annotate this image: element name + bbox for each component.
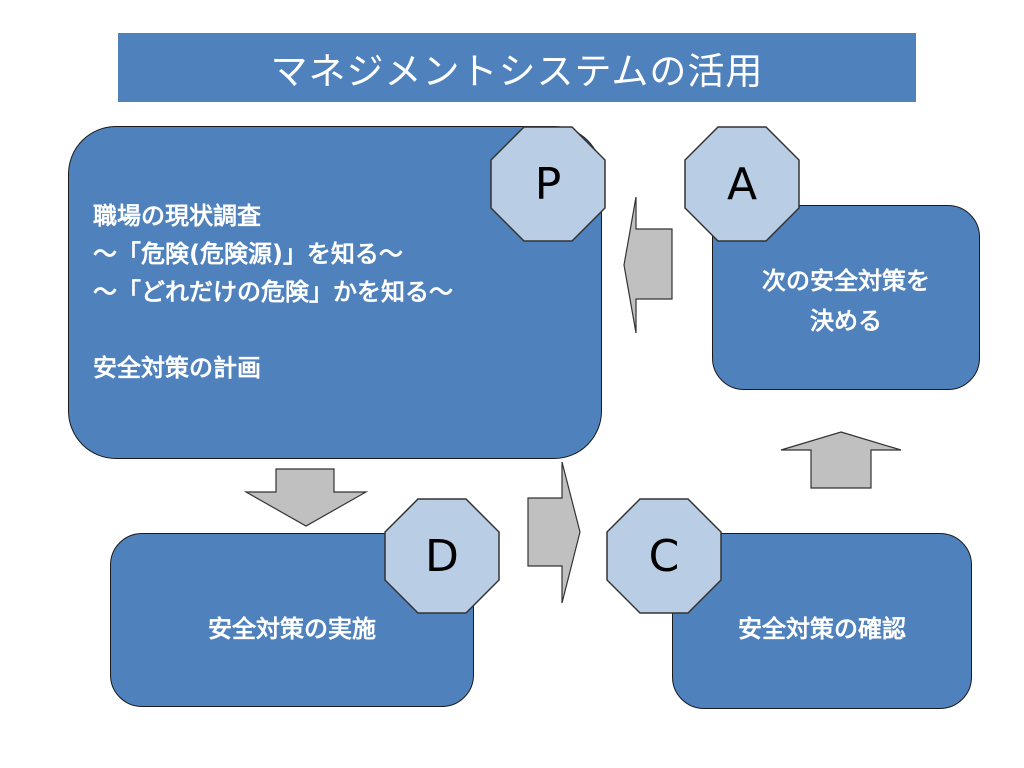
act-line: 決める xyxy=(810,307,882,335)
act-text: 次の安全対策を 決める xyxy=(713,261,979,341)
plan-badge: P xyxy=(490,126,606,242)
act-badge-letter: A xyxy=(726,158,758,210)
arrow-up-icon xyxy=(780,431,902,489)
do-badge-letter: D xyxy=(425,530,459,582)
do-badge: D xyxy=(384,498,500,614)
arrow-right-icon xyxy=(527,461,581,604)
check-text: 安全対策の確認 xyxy=(738,615,906,643)
arrow-left-icon xyxy=(623,196,673,334)
plan-line: 安全対策の計画 xyxy=(93,354,261,382)
act-badge: A xyxy=(684,126,800,242)
plan-line: 職場の現状調査 xyxy=(93,202,261,230)
do-text: 安全対策の実施 xyxy=(208,615,376,643)
act-line: 次の安全対策を xyxy=(762,267,930,295)
plan-badge-letter: P xyxy=(534,158,562,210)
check-badge: C xyxy=(606,498,722,614)
plan-line: ～「どれだけの危険」かを知る～ xyxy=(93,278,453,306)
check-box: 安全対策の確認 xyxy=(672,533,972,709)
plan-text: 職場の現状調査 ～「危険(危険源)」を知る～ ～「どれだけの危険」かを知る～ 安… xyxy=(93,197,453,387)
page-title: マネジメントシステムの活用 xyxy=(118,33,916,102)
arrow-down-icon xyxy=(244,468,368,527)
plan-line xyxy=(93,311,453,349)
check-badge-letter: C xyxy=(648,530,680,582)
plan-line: ～「危険(危険源)」を知る～ xyxy=(93,240,403,268)
